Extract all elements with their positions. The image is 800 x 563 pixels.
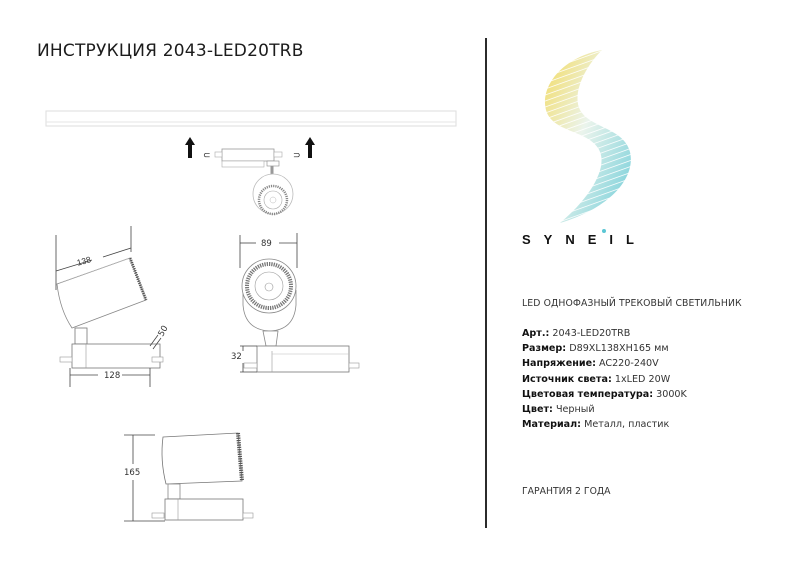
spec-list: Арт.: 2043-LED20TRB Размер: D89XL138XH16… [522, 326, 687, 432]
svg-text:165: 165 [124, 468, 140, 478]
svg-text:32: 32 [231, 352, 242, 362]
warranty-text: ГАРАНТИЯ 2 ГОДА [522, 486, 611, 497]
profile-view-drawing: 165 [124, 432, 254, 522]
front-view-drawing: 89 32 [231, 233, 360, 373]
spec-row: Арт.: 2043-LED20TRB [522, 328, 631, 339]
arrow-up-icon-left [185, 137, 195, 158]
spec-row: Размер: D89XL138XH165 мм [522, 343, 669, 355]
svg-text:50: 50 [157, 324, 171, 338]
brand-dot-icon [602, 229, 606, 233]
brand-name: SYNEIL [522, 229, 647, 247]
svg-text:⊃: ⊃ [293, 151, 301, 161]
spec-row: Напряжение: AC220-240V [522, 358, 659, 370]
svg-text:138: 138 [76, 254, 93, 267]
spec-row: Источник света: 1xLED 20W [522, 373, 671, 385]
side-view-drawing: 138 128 50 [55, 226, 171, 387]
syneil-logo-icon [519, 17, 661, 273]
spec-row: Цвет: Черный [522, 404, 595, 416]
track-rail-drawing: ⊂ ⊃ 138 128 50 89 [45, 110, 457, 522]
spec-row: Цветовая температура: 3000K [522, 388, 687, 400]
product-subtitle: LED ОДНОФАЗНЫЙ ТРЕКОВЫЙ СВЕТИЛЬНИК [522, 298, 742, 309]
spec-row: Материал: Металл, пластик [522, 419, 670, 431]
arrow-up-icon-right [305, 137, 315, 158]
svg-text:89: 89 [261, 239, 272, 249]
document-title: ИНСТРУКЦИЯ 2043-LED20TRB [37, 41, 304, 61]
svg-text:128: 128 [104, 371, 120, 381]
vertical-divider [485, 38, 487, 528]
svg-text:⊂: ⊂ [203, 151, 211, 161]
